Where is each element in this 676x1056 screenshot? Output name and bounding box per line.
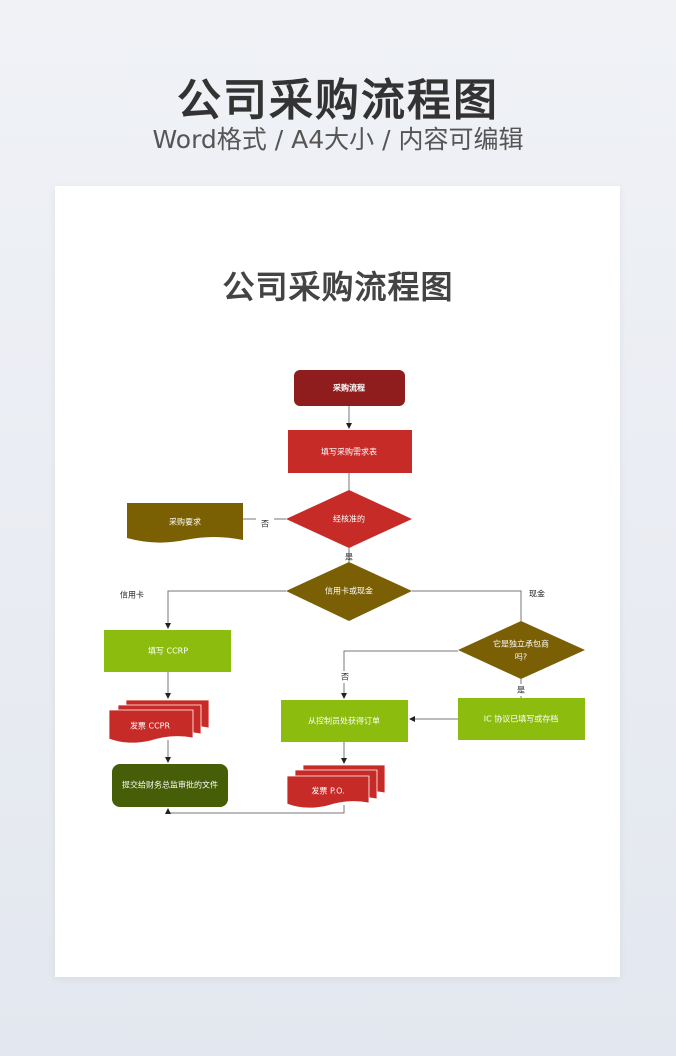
approved-label: 经核准的 bbox=[333, 514, 365, 524]
requirements-label: 采购要求 bbox=[169, 517, 201, 527]
invoice-po-label: 发票 P.O. bbox=[311, 786, 344, 796]
banner-title: 公司采购流程图 bbox=[177, 75, 499, 126]
no-label-1: 否 bbox=[261, 520, 269, 529]
start-label: 采购流程 bbox=[332, 383, 365, 393]
fill-ccrp-label: 填写 CCRP bbox=[148, 646, 188, 656]
yes-label-1: 是 bbox=[345, 553, 353, 562]
no-label-2: 否 bbox=[341, 673, 349, 682]
invoice-ccpr-documents bbox=[108, 699, 210, 744]
card-or-cash-decision bbox=[286, 562, 412, 621]
yes-label-2: 是 bbox=[517, 686, 525, 695]
cash-label: 现金 bbox=[529, 589, 545, 599]
requirements-document bbox=[127, 503, 243, 543]
approved-decision bbox=[286, 490, 412, 548]
contractor-decision bbox=[458, 621, 585, 679]
ic-agreement-label: IC 协议已填写或存档 bbox=[484, 714, 559, 724]
banner-subtitle: Word格式 / A4大小 / 内容可编辑 bbox=[152, 125, 524, 154]
get-order-label: 从控制员处获得订单 bbox=[308, 716, 380, 726]
contractor-label-1: 它是独立承包商 bbox=[493, 639, 549, 649]
connectors bbox=[165, 406, 522, 814]
card-or-cash-label: 信用卡或现金 bbox=[325, 586, 373, 596]
ic-agreement-node bbox=[458, 698, 585, 740]
fill-request-label: 填写采购需求表 bbox=[321, 447, 377, 457]
fill-request-node bbox=[288, 430, 412, 473]
start-node bbox=[294, 370, 405, 406]
invoice-po-documents bbox=[286, 764, 386, 809]
credit-card-label: 信用卡 bbox=[120, 590, 144, 600]
fill-ccrp-node bbox=[104, 630, 231, 672]
document-title: 公司采购流程图 bbox=[222, 268, 454, 306]
invoice-ccpr-label: 发票 CCPR bbox=[130, 721, 171, 731]
get-order-node bbox=[281, 700, 408, 742]
contractor-label-2: 吗? bbox=[515, 653, 527, 662]
submit-docs-label: 提交给财务总监审批的文件 bbox=[122, 780, 218, 790]
submit-docs-node bbox=[112, 764, 228, 807]
